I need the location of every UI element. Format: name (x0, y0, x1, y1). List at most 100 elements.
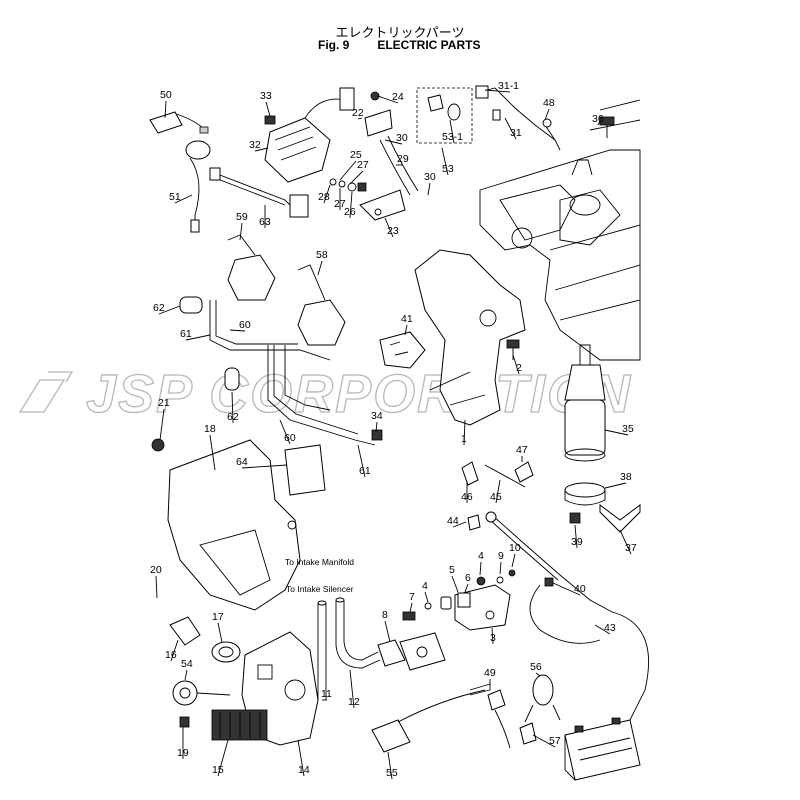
rectifier-part-32 (264, 98, 346, 183)
callout-37: 37 (625, 542, 637, 554)
hose-part-29 (379, 135, 419, 196)
switch-part-56 (524, 674, 561, 723)
switch-part-50 (149, 111, 209, 134)
routing-note: To Intake Manifold (285, 557, 354, 567)
callout-24: 24 (392, 91, 404, 103)
label-part-64 (284, 444, 326, 496)
small-parts-25-28 (329, 178, 367, 192)
leader-line-35 (604, 429, 629, 436)
callout-20: 20 (150, 564, 162, 576)
leader-line-23 (384, 217, 394, 238)
leader-line-30 (427, 182, 431, 196)
bolt-part-39 (569, 512, 581, 524)
watermark-text: JSP CORPORATION (86, 364, 632, 424)
callout-55: 55 (386, 767, 398, 779)
leader-line-3 (491, 627, 494, 645)
callout-59: 59 (236, 211, 248, 223)
leader-line-48 (544, 108, 550, 121)
callout-2: 2 (516, 362, 522, 374)
leader-line-60 (279, 419, 291, 445)
bracket-part-23 (359, 189, 406, 221)
leader-line-57 (532, 734, 556, 748)
callout-57: 57 (549, 735, 561, 747)
callout-1: 1 (461, 433, 467, 445)
figure-title: ELECTRIC PARTS (377, 38, 481, 52)
callout-23: 23 (387, 225, 399, 237)
callout-46: 46 (461, 491, 473, 503)
leader-line-44 (452, 521, 467, 528)
washer-part-9 (496, 576, 504, 584)
watermark-logo: JSP CORPORATION (18, 363, 632, 425)
part-5 (457, 592, 471, 608)
callout-4: 4 (422, 580, 428, 592)
leader-line-62 (158, 305, 181, 315)
callout-17: 17 (212, 611, 224, 623)
leader-lines (155, 89, 632, 780)
leader-line-28 (323, 184, 331, 204)
leader-line-50 (164, 100, 167, 119)
callout-60: 60 (239, 319, 251, 331)
leader-line-54 (184, 669, 188, 681)
callout-53-1: 53-1 (442, 131, 463, 143)
callout-41: 41 (401, 313, 413, 325)
plug-part-49 (487, 689, 511, 749)
leader-line-33 (265, 101, 271, 117)
part-4-lower (424, 602, 432, 610)
leader-line-18 (209, 434, 216, 471)
callout-29: 29 (397, 153, 409, 165)
cable-part-45 (484, 461, 534, 488)
callout-9: 9 (498, 550, 504, 562)
bolt-part-19 (179, 716, 190, 728)
callout-34: 34 (371, 410, 383, 422)
leader-line-8 (384, 620, 391, 643)
title-row: Fig. 9 ELECTRIC PARTS (318, 38, 480, 52)
callout-45: 45 (490, 491, 502, 503)
callout-12: 12 (348, 696, 360, 708)
callout-61: 61 (180, 328, 192, 340)
leader-line-61 (185, 334, 211, 341)
callout-30: 30 (396, 132, 408, 144)
callout-18: 18 (204, 423, 216, 435)
callout-38: 38 (620, 471, 632, 483)
callout-30: 30 (424, 171, 436, 183)
leader-line-22 (357, 117, 363, 120)
nut-part-4-upper (476, 576, 486, 586)
leader-line-12 (349, 669, 355, 709)
callout-50: 50 (160, 89, 172, 101)
engine-block (479, 99, 641, 361)
cap-part-62-top (179, 296, 203, 314)
leader-line-2 (512, 354, 520, 375)
callout-62: 62 (227, 411, 239, 423)
leader-line-21 (159, 408, 165, 441)
leader-line-38 (604, 482, 627, 489)
sensor-part-51 (185, 140, 211, 233)
callout-10: 10 (509, 542, 521, 554)
harness-part-63 (209, 167, 309, 218)
leader-line-9 (499, 561, 502, 575)
callout-40: 40 (574, 583, 586, 595)
callout-32: 32 (249, 139, 261, 151)
callout-27: 27 (334, 198, 346, 210)
callout-19: 19 (177, 747, 189, 759)
figure-number: Fig. 9 (318, 38, 350, 52)
leader-line-31-1 (484, 89, 511, 93)
callout-60: 60 (284, 432, 296, 444)
callout-31-1: 31-1 (498, 80, 519, 92)
leader-line-32 (254, 147, 269, 152)
leader-line-31 (504, 117, 517, 140)
callout-58: 58 (316, 249, 328, 261)
bolt-part-7 (402, 611, 416, 621)
leader-line-51 (174, 194, 193, 204)
leader-line-20 (155, 575, 158, 599)
leader-line-26 (349, 191, 353, 219)
hose-part-11 (317, 600, 327, 700)
battery (564, 717, 641, 781)
leader-line-41 (404, 324, 408, 336)
leader-line-56 (535, 672, 541, 677)
sensor-part-16 (169, 616, 201, 646)
leader-line-58 (317, 260, 323, 276)
leader-line-30 (384, 139, 403, 145)
part-6 (440, 596, 452, 610)
